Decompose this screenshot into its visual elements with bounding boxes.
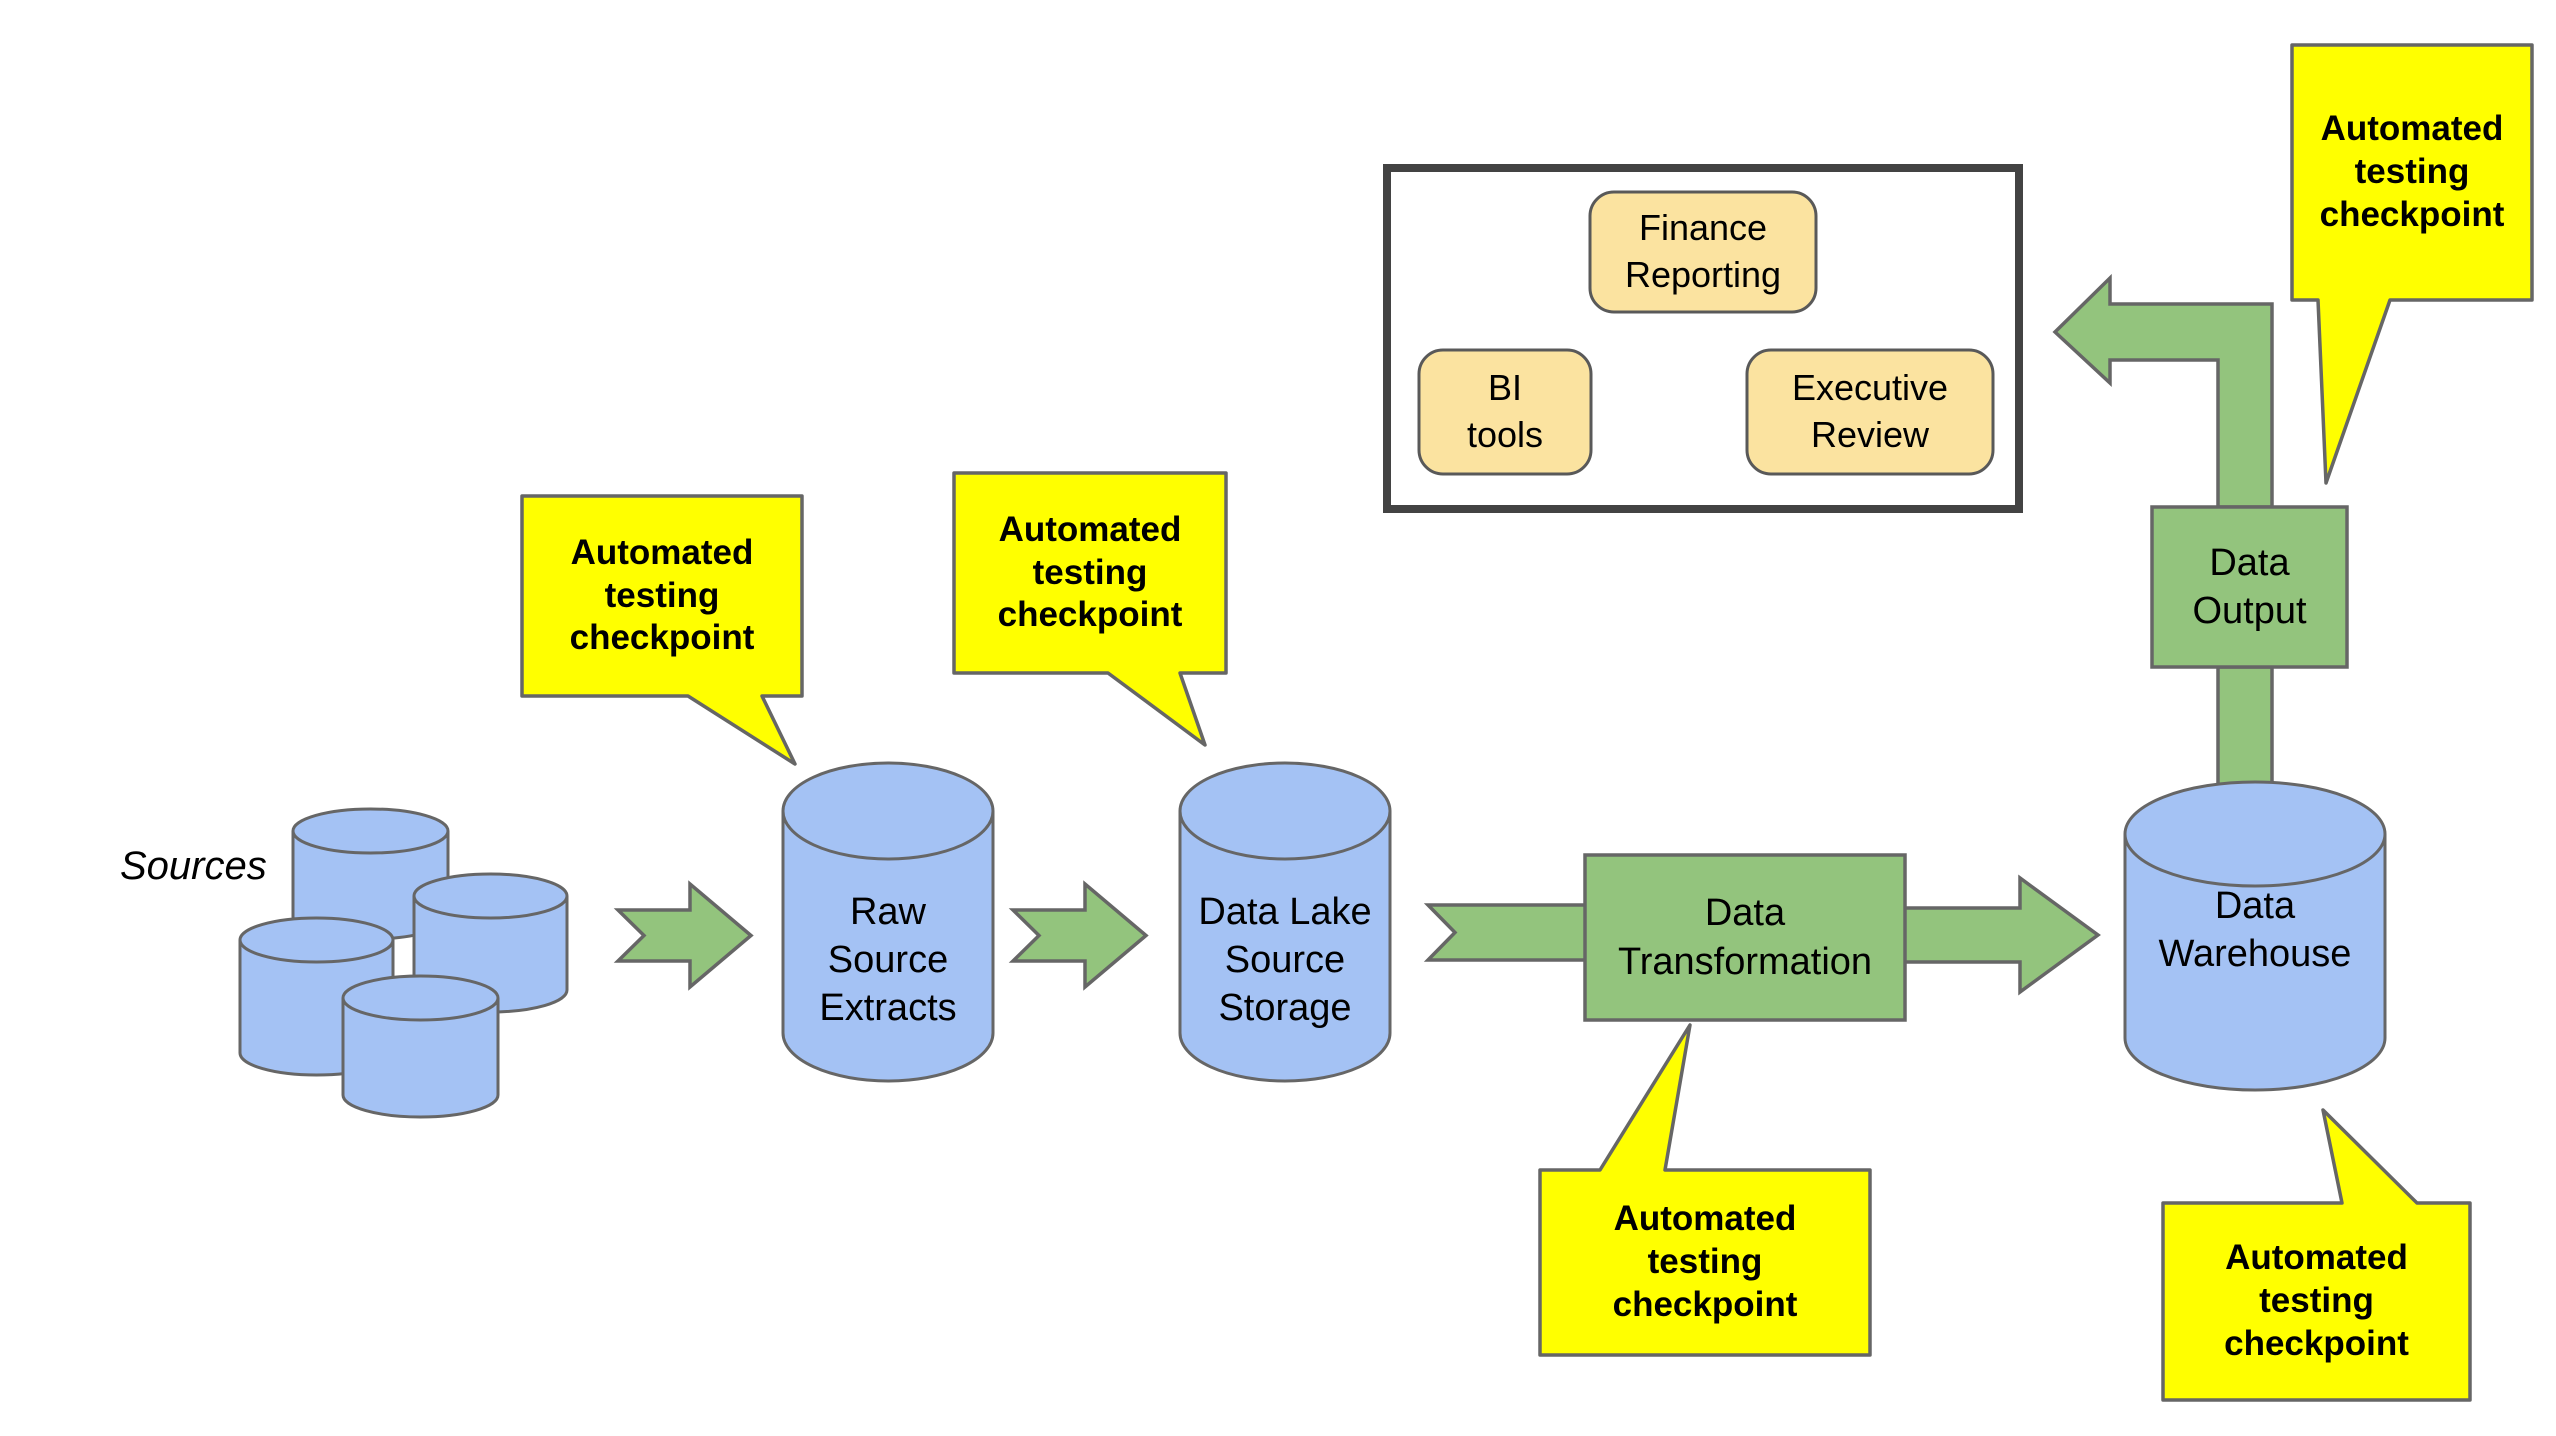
callout-transformation-checkpoint xyxy=(1538,1023,1872,1357)
data-transformation-box xyxy=(1583,853,1907,1022)
connector-warehouse-to-output xyxy=(2216,665,2274,791)
arrow-output-to-reporting xyxy=(2052,273,2274,509)
executive-review-box xyxy=(1745,348,1995,476)
arrow-raw-to-lake xyxy=(1008,880,1149,991)
raw-source-extracts-cylinder xyxy=(781,761,995,1083)
arrow-transformation-to-warehouse xyxy=(1898,874,2101,996)
data-warehouse-cylinder xyxy=(2123,780,2387,1092)
arrow-sources-to-raw xyxy=(613,880,754,991)
callout-lake-checkpoint xyxy=(952,471,1228,747)
source-cylinder-4 xyxy=(341,974,500,1119)
bi-tools-box xyxy=(1417,348,1593,476)
callout-output-checkpoint xyxy=(2290,43,2534,485)
finance-reporting-box xyxy=(1588,190,1818,314)
data-lake-cylinder xyxy=(1178,761,1392,1083)
callout-warehouse-checkpoint xyxy=(2161,1108,2472,1402)
callout-raw-checkpoint xyxy=(520,494,804,766)
data-output-box xyxy=(2150,505,2349,669)
